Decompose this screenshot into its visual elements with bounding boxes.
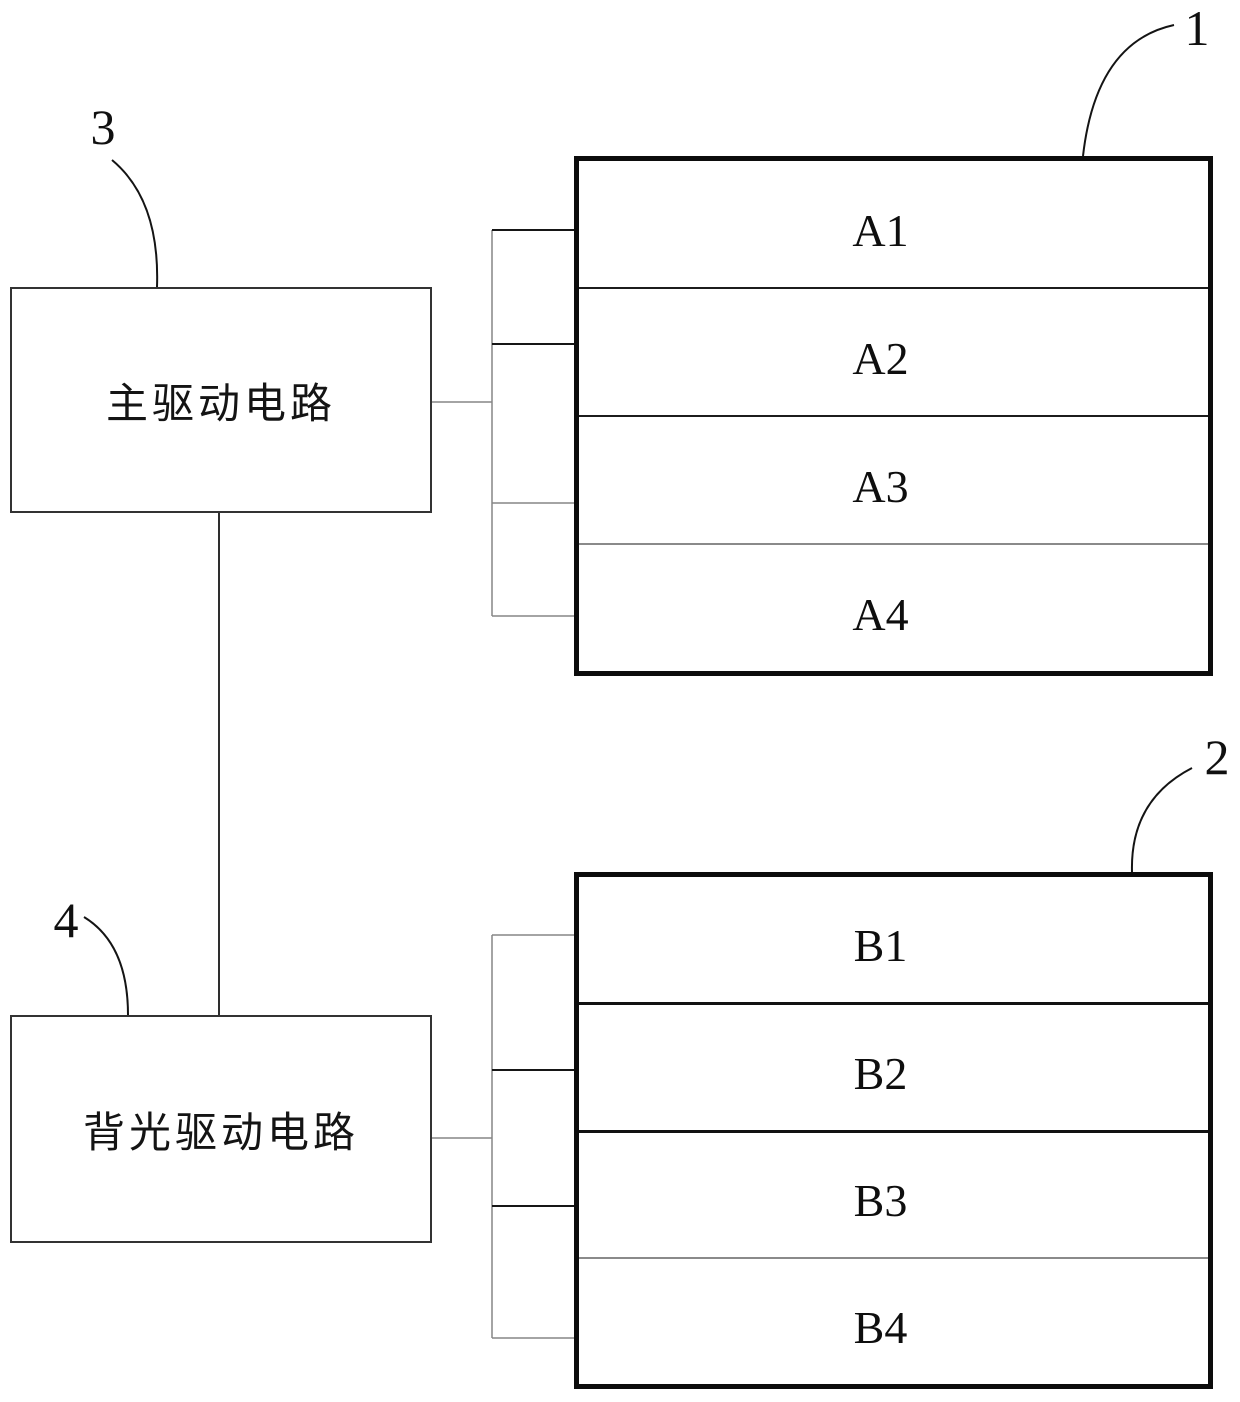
panel-b-row-1-label: B1 bbox=[853, 919, 908, 971]
ref-label-1: 1 bbox=[1184, 0, 1210, 56]
backlight-panel-b: B1 B2 B3 B4 bbox=[574, 872, 1213, 1389]
leader-curve-ref-1 bbox=[1082, 24, 1175, 157]
panel-a-row-3-label: A3 bbox=[852, 460, 909, 512]
panel-a-row-2: A2 bbox=[579, 287, 1208, 415]
display-panel-a: A1 A2 A3 A4 bbox=[574, 156, 1213, 676]
backlight-driver-label: 背光驱动电路 bbox=[82, 1110, 359, 1157]
ref-label-3: 3 bbox=[90, 99, 116, 155]
panel-a-row-3: A3 bbox=[579, 415, 1208, 543]
panel-a-row-1: A1 bbox=[579, 161, 1208, 287]
panel-b-row-2: B2 bbox=[579, 1001, 1208, 1130]
panel-a-row-1-label: A1 bbox=[852, 204, 909, 256]
panel-b-row-4: B4 bbox=[579, 1257, 1208, 1384]
panel-b-row-1: B1 bbox=[579, 877, 1208, 1002]
ref-label-4: 4 bbox=[53, 892, 79, 948]
leader-curve-ref-4 bbox=[83, 916, 129, 1016]
leader-curve-ref-3 bbox=[111, 159, 159, 288]
leader-curve-ref-2 bbox=[1130, 767, 1193, 873]
panel-a-row-4: A4 bbox=[579, 543, 1208, 671]
panel-b-row-3-label: B3 bbox=[853, 1175, 908, 1227]
panel-a-row-4-label: A4 bbox=[852, 588, 909, 640]
panel-b-row-2-label: B2 bbox=[853, 1047, 908, 1099]
panel-a-row-2-label: A2 bbox=[852, 332, 909, 384]
panel-b-row-4-label: B4 bbox=[853, 1302, 908, 1354]
main-driver-box: 主驱动电路 bbox=[10, 287, 432, 513]
ref-label-2: 2 bbox=[1204, 729, 1230, 785]
backlight-driver-box: 背光驱动电路 bbox=[10, 1015, 432, 1243]
panel-b-row-3: B3 bbox=[579, 1129, 1208, 1258]
main-driver-label: 主驱动电路 bbox=[105, 381, 336, 428]
